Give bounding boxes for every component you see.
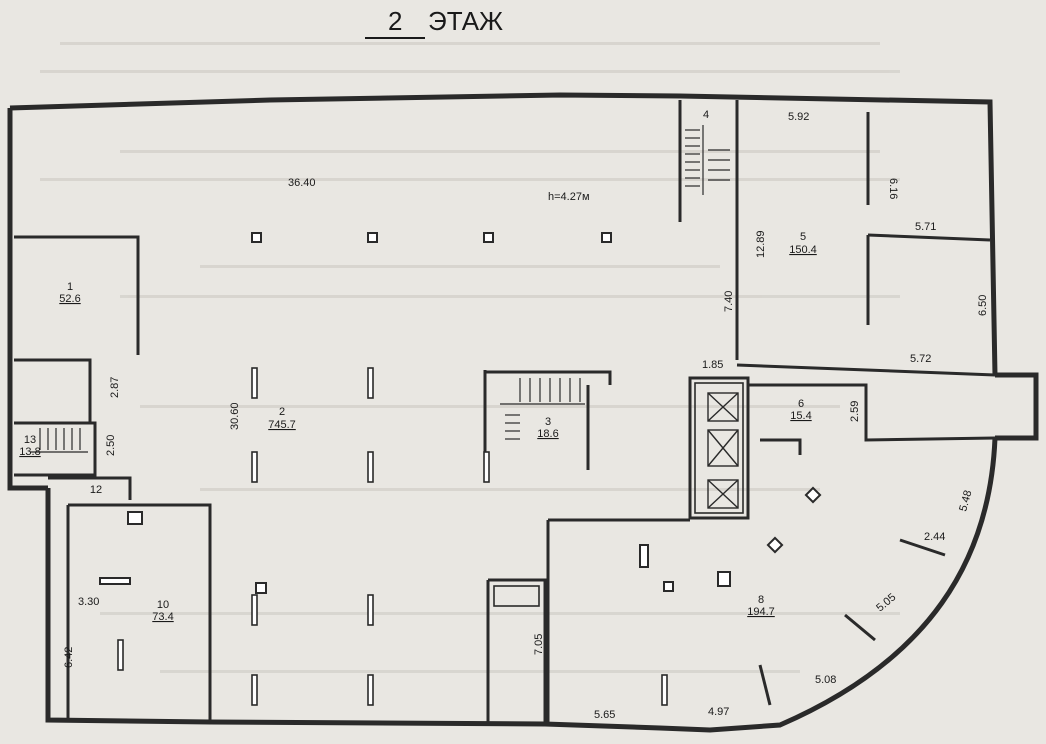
dim-2-59: 2.59 xyxy=(849,401,861,422)
dim-36-40: 36.40 xyxy=(288,177,316,189)
svg-text:13.8: 13.8 xyxy=(19,446,40,458)
stair-4 xyxy=(685,125,730,195)
floor-word: ЭТАЖ xyxy=(428,6,503,36)
svg-text:18.6: 18.6 xyxy=(537,428,558,440)
dim-2-44: 2.44 xyxy=(924,531,945,543)
dim-5-65: 5.65 xyxy=(594,709,615,721)
stairs xyxy=(30,125,730,453)
dim-5-48: 5.48 xyxy=(957,489,974,513)
floor-number: 2 xyxy=(388,6,402,36)
room-12-label: 12 xyxy=(90,484,102,496)
svg-text:52.6: 52.6 xyxy=(59,293,80,305)
dim-7-05: 7.05 xyxy=(533,634,545,655)
interior-walls xyxy=(14,100,996,724)
dim-5-92: 5.92 xyxy=(788,111,809,123)
svg-text:3: 3 xyxy=(545,416,551,428)
svg-text:4: 4 xyxy=(703,109,709,121)
dim-4-97: 4.97 xyxy=(708,706,729,718)
svg-text:6: 6 xyxy=(798,398,804,410)
room-5-label: 5 150.4 xyxy=(789,231,817,256)
dim-2-50: 2.50 xyxy=(105,435,117,456)
svg-text:15.4: 15.4 xyxy=(790,410,811,422)
dim-6-50: 6.50 xyxy=(977,295,989,316)
stair-3 xyxy=(500,378,585,440)
dim-7-40: 7.40 xyxy=(723,291,735,312)
dim-1-85: 1.85 xyxy=(702,359,723,371)
room-4-label: 4 xyxy=(703,109,709,121)
room-10-label: 10 73.4 xyxy=(152,599,173,623)
svg-text:8: 8 xyxy=(758,594,764,606)
svg-text:73.4: 73.4 xyxy=(152,611,173,623)
room-1-label: 1 52.6 xyxy=(59,281,80,305)
lift-shafts xyxy=(707,392,739,509)
dim-5-08: 5.08 xyxy=(815,674,836,686)
columns xyxy=(99,232,822,706)
svg-text:10: 10 xyxy=(157,599,169,611)
dim-5-71: 5.71 xyxy=(915,221,936,233)
room-8-label: 8 194.7 xyxy=(747,594,775,618)
dim-6-42: 6.42 xyxy=(63,647,75,668)
svg-text:1: 1 xyxy=(67,281,73,293)
background-bleed-lines xyxy=(40,42,900,673)
dimension-labels: 36.40 30.60 5.92 6.16 5.71 6.50 5.72 12.… xyxy=(63,111,989,721)
svg-text:194.7: 194.7 xyxy=(747,606,775,618)
stair-13 xyxy=(30,428,88,453)
svg-text:13: 13 xyxy=(24,434,36,446)
room-3-label: 3 18.6 xyxy=(537,416,558,440)
ceiling-height-note: h=4.27м xyxy=(548,191,590,203)
room-13-label: 13 13.8 xyxy=(19,434,40,458)
dim-5-05: 5.05 xyxy=(874,591,898,614)
dim-30-60: 30.60 xyxy=(229,402,241,430)
room-2-label: 2 745.7 xyxy=(268,406,296,431)
room-labels: 1 52.6 2 745.7 3 18.6 4 5 150.4 6 15.4 8… xyxy=(19,109,816,623)
svg-text:2: 2 xyxy=(279,406,285,418)
svg-text:12: 12 xyxy=(90,484,102,496)
outer-walls xyxy=(7,92,1039,733)
svg-text:5: 5 xyxy=(800,231,806,243)
svg-text:745.7: 745.7 xyxy=(268,419,296,431)
floor-title: 2 ЭТАЖ xyxy=(365,6,503,39)
dim-12-89: 12.89 xyxy=(755,230,767,258)
dim-6-16: 6.16 xyxy=(887,178,899,199)
room-6-label: 6 15.4 xyxy=(790,398,811,422)
dim-5-72: 5.72 xyxy=(910,353,931,365)
svg-text:150.4: 150.4 xyxy=(789,244,817,256)
dim-3-30: 3.30 xyxy=(78,596,99,608)
dim-2-87: 2.87 xyxy=(109,377,121,398)
